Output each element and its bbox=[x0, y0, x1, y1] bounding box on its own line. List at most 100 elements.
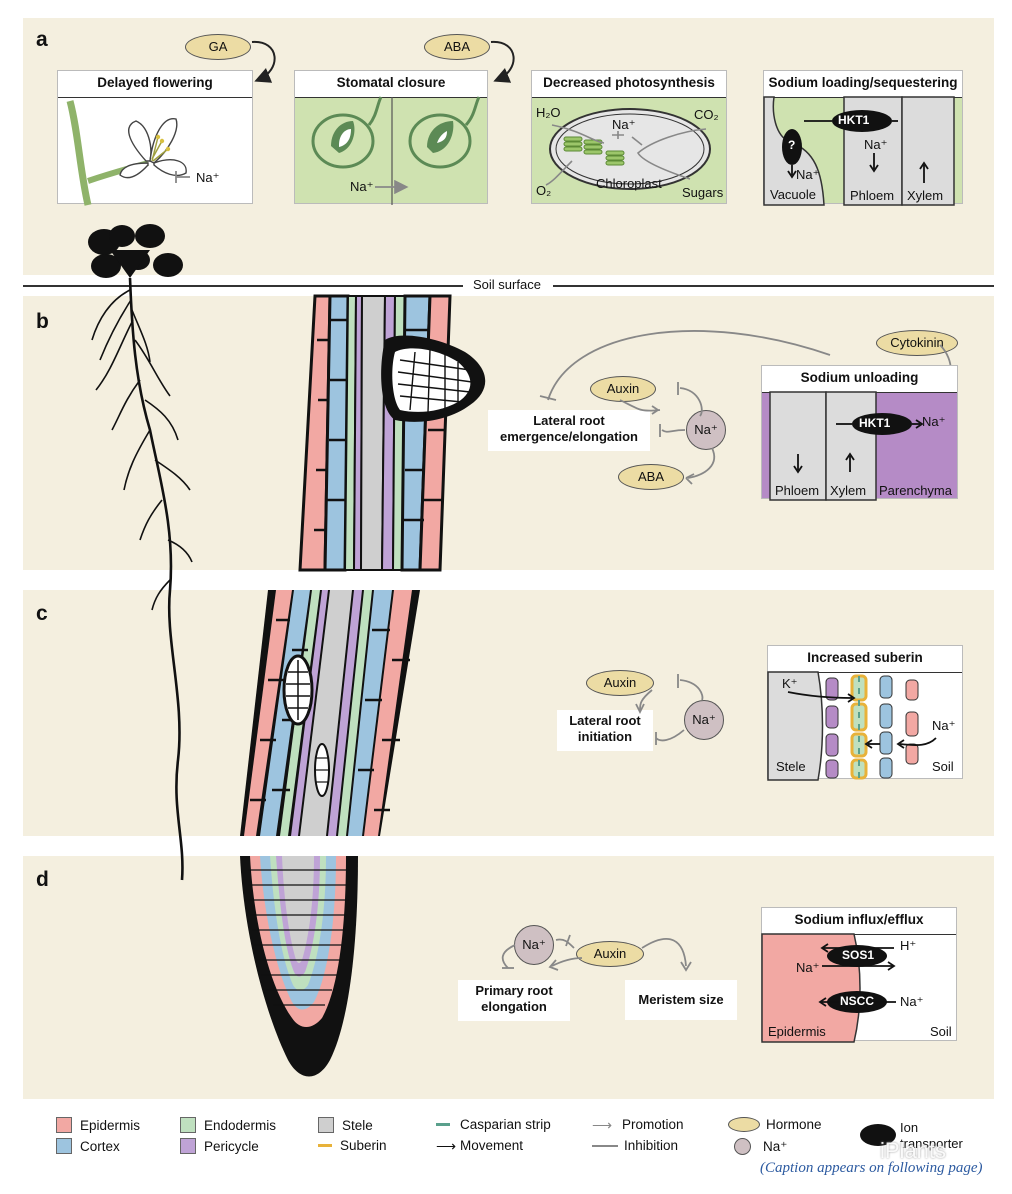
aba-hormone-a: ABA bbox=[424, 34, 490, 60]
soil-surface-line-right bbox=[553, 285, 994, 287]
pericycle-swatch bbox=[180, 1138, 196, 1154]
suberin-k: K⁺ bbox=[782, 676, 798, 691]
legend-casparian: Casparian strip bbox=[436, 1117, 551, 1132]
legend-na-label: Na⁺ bbox=[763, 1138, 788, 1154]
auxin-hormone-c: Auxin bbox=[586, 670, 654, 696]
endodermis-swatch bbox=[180, 1117, 196, 1133]
legend-promotion-label: Promotion bbox=[622, 1117, 684, 1132]
legend-pericycle: Pericycle bbox=[180, 1138, 259, 1154]
meristem-size-target: Meristem size bbox=[625, 980, 737, 1020]
legend-na: Na⁺ bbox=[734, 1138, 787, 1155]
auxin-hormone-d: Auxin bbox=[576, 941, 644, 967]
promotion-arrow-icon: ⟶ bbox=[592, 1116, 613, 1133]
sodium-unloading-box: Sodium unloading HKT1 Na⁺ Phloem Xylem P… bbox=[761, 365, 958, 501]
cortex-swatch bbox=[56, 1138, 72, 1154]
legend-stele-label: Stele bbox=[342, 1117, 373, 1133]
panel-label-d: d bbox=[36, 868, 49, 891]
lateral-root-initiation-line2: initiation bbox=[577, 729, 633, 744]
legend-endodermis-label: Endodermis bbox=[204, 1117, 277, 1133]
stomatal-closure-title: Stomatal closure bbox=[295, 71, 487, 98]
sos1-transporter: SOS1 bbox=[842, 948, 875, 962]
legend-suberin-label: Suberin bbox=[340, 1138, 387, 1153]
photosynthesis-h2o: H₂O bbox=[536, 105, 561, 120]
legend-hormone-label: Hormone bbox=[766, 1117, 822, 1132]
lateral-root-emergence-line1: Lateral root bbox=[533, 413, 605, 428]
auxin-hormone-b: Auxin bbox=[590, 376, 656, 402]
photosynthesis-na: Na⁺ bbox=[612, 117, 636, 132]
stomatal-closure-na: Na⁺ bbox=[350, 179, 374, 194]
epidermis-swatch bbox=[56, 1117, 72, 1133]
photosynthesis-box: Decreased photosynthesis H₂O CO₂ Na⁺ O₂ … bbox=[531, 70, 727, 204]
legend-epidermis-label: Epidermis bbox=[80, 1117, 141, 1133]
legend-suberin: Suberin bbox=[318, 1138, 387, 1153]
sodium-loading-na-left: Na⁺ bbox=[796, 167, 820, 182]
influx-epidermis: Epidermis bbox=[768, 1024, 826, 1039]
stele-swatch bbox=[318, 1117, 334, 1133]
legend-promotion: ⟶ Promotion bbox=[592, 1117, 684, 1132]
photosynthesis-sugars: Sugars bbox=[682, 185, 724, 200]
unknown-transporter: ? bbox=[788, 138, 796, 152]
movement-arrow-icon: ⟶ bbox=[436, 1137, 457, 1154]
photosynthesis-chloroplast: Chloroplast bbox=[596, 176, 662, 191]
soil-surface-line-left bbox=[23, 285, 463, 287]
sodium-influx-efflux-box: Sodium influx/efflux SOS1 NSCC H⁺ Na⁺ Na… bbox=[761, 907, 957, 1043]
sodium-unloading-na: Na⁺ bbox=[922, 414, 946, 429]
legend-cortex-label: Cortex bbox=[80, 1138, 120, 1154]
panel-label-a: a bbox=[36, 28, 48, 51]
lateral-root-emergence-target: Lateral root emergence/elongation bbox=[488, 410, 650, 451]
legend-movement: ⟶Movement bbox=[436, 1138, 523, 1153]
sodium-unloading-phloem: Phloem bbox=[775, 483, 820, 498]
influx-na-right: Na⁺ bbox=[900, 994, 924, 1009]
increased-suberin-title: Increased suberin bbox=[768, 646, 962, 673]
sodium-influx-efflux-title: Sodium influx/efflux bbox=[762, 908, 956, 935]
legend-pericycle-label: Pericycle bbox=[204, 1138, 259, 1154]
primary-root-elongation-line2: elongation bbox=[481, 999, 547, 1014]
legend-cortex: Cortex bbox=[56, 1138, 120, 1154]
sodium-loading-title: Sodium loading/sequestering bbox=[764, 71, 962, 98]
ion-transporter-swatch-icon bbox=[860, 1124, 896, 1146]
inhibition-bar-icon bbox=[592, 1144, 616, 1147]
legend-movement-label: Movement bbox=[460, 1138, 524, 1153]
meristem-size-label: Meristem size bbox=[638, 992, 724, 1007]
legend-epidermis: Epidermis bbox=[56, 1117, 140, 1133]
photosynthesis-o2: O₂ bbox=[536, 183, 552, 198]
panel-label-b: b bbox=[36, 310, 49, 333]
delayed-flowering-box: Delayed flowering Na⁺ bbox=[57, 70, 253, 206]
na-ion-b: Na⁺ bbox=[686, 410, 726, 450]
sodium-loading-vacuole: Vacuole bbox=[770, 187, 817, 202]
sodium-unloading-parenchyma: Parenchyma bbox=[879, 483, 952, 498]
soil-surface-label: Soil surface bbox=[473, 277, 541, 292]
legend-endodermis: Endodermis bbox=[180, 1117, 276, 1133]
primary-root-elongation-line1: Primary root bbox=[475, 983, 553, 998]
influx-na-left: Na⁺ bbox=[796, 960, 820, 975]
cytokinin-hormone: Cytokinin bbox=[876, 330, 958, 356]
nscc-transporter: NSCC bbox=[840, 994, 875, 1008]
stomatal-closure-box: Stomatal closure Na⁺ bbox=[294, 70, 488, 205]
increased-suberin-box: Increased suberin K⁺ Na⁺ Stele Soil bbox=[767, 645, 963, 781]
legend-stele: Stele bbox=[318, 1117, 373, 1133]
lateral-root-emergence-line2: emergence/elongation bbox=[500, 429, 638, 444]
delayed-flowering-na: Na⁺ bbox=[196, 170, 220, 185]
sodium-loading-box: Sodium loading/sequestering HKT1 ? Na⁺ N… bbox=[763, 70, 963, 206]
legend-hormone: Hormone bbox=[728, 1117, 822, 1132]
caption-note: (Caption appears on following page) bbox=[760, 1160, 983, 1176]
influx-h: H⁺ bbox=[900, 938, 917, 953]
ga-hormone: GA bbox=[185, 34, 251, 60]
legend-ion-transporter-label: Ion transporter bbox=[900, 1120, 963, 1151]
suberin-na: Na⁺ bbox=[932, 718, 956, 733]
sodium-loading-na-mid: Na⁺ bbox=[864, 137, 888, 152]
watermark-iplants: iPlants bbox=[880, 1138, 947, 1163]
aba-hormone-b: ABA bbox=[618, 464, 684, 490]
primary-root-elongation-target: Primary root elongation bbox=[458, 980, 570, 1021]
photosynthesis-title: Decreased photosynthesis bbox=[532, 71, 726, 98]
na-swatch-icon bbox=[734, 1138, 751, 1155]
hormone-swatch-icon bbox=[728, 1117, 760, 1132]
na-ion-d: Na⁺ bbox=[514, 925, 554, 965]
lateral-root-initiation-target: Lateral root initiation bbox=[557, 710, 653, 751]
legend-casparian-label: Casparian strip bbox=[460, 1117, 551, 1132]
sodium-unloading-title: Sodium unloading bbox=[762, 366, 957, 393]
na-ion-c: Na⁺ bbox=[684, 700, 724, 740]
sodium-loading-phloem: Phloem bbox=[850, 188, 895, 203]
delayed-flowering-title: Delayed flowering bbox=[58, 71, 252, 98]
lateral-root-initiation-line1: Lateral root bbox=[569, 713, 641, 728]
